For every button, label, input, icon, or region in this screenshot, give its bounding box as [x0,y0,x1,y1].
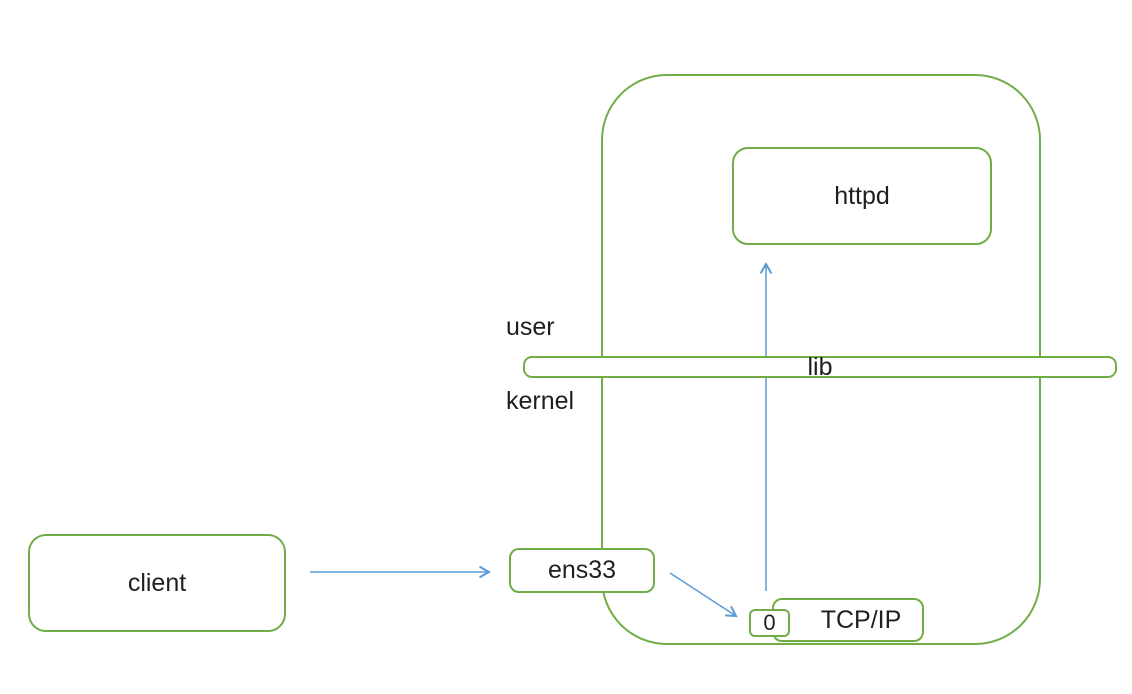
user-space-label: user [506,313,555,341]
socket-0-label: 0 [763,610,776,635]
ens33-label: ens33 [547,556,617,584]
lib-layer-bar: lib [523,353,1117,381]
httpd-label: httpd [834,181,890,210]
client-label: client [127,568,187,597]
tcpip-label: TCP/IP [820,605,902,634]
tcpip-stack-box: TCP/IP [772,598,924,642]
lib-label: lib [807,353,833,381]
socket-0-box: 0 [749,609,790,637]
ens33-interface-box: ens33 [509,548,655,593]
client-box: client [28,534,286,632]
httpd-process-box: httpd [732,147,992,245]
kernel-space-label: kernel [506,387,575,415]
